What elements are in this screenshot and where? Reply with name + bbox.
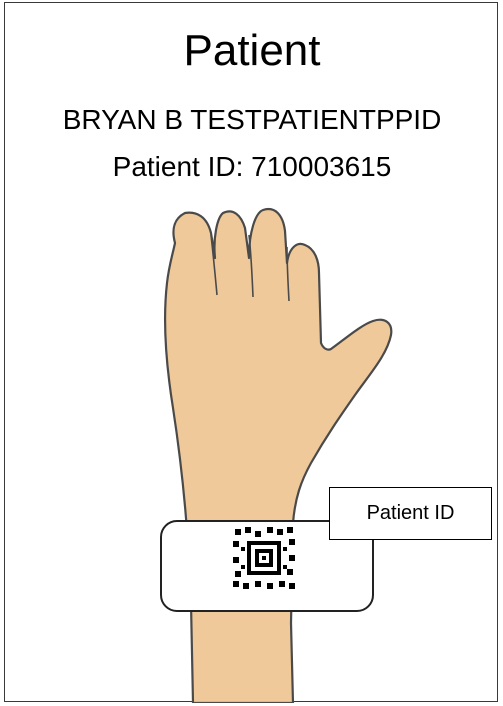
hand-shape (165, 209, 391, 703)
datamatrix-barcode-icon (233, 527, 295, 589)
wristband-id-label: Patient ID (329, 487, 492, 540)
hand-illustration-icon (5, 3, 499, 703)
patient-card: Patient BRYAN B TESTPATIENTPPID Patient … (4, 2, 498, 702)
